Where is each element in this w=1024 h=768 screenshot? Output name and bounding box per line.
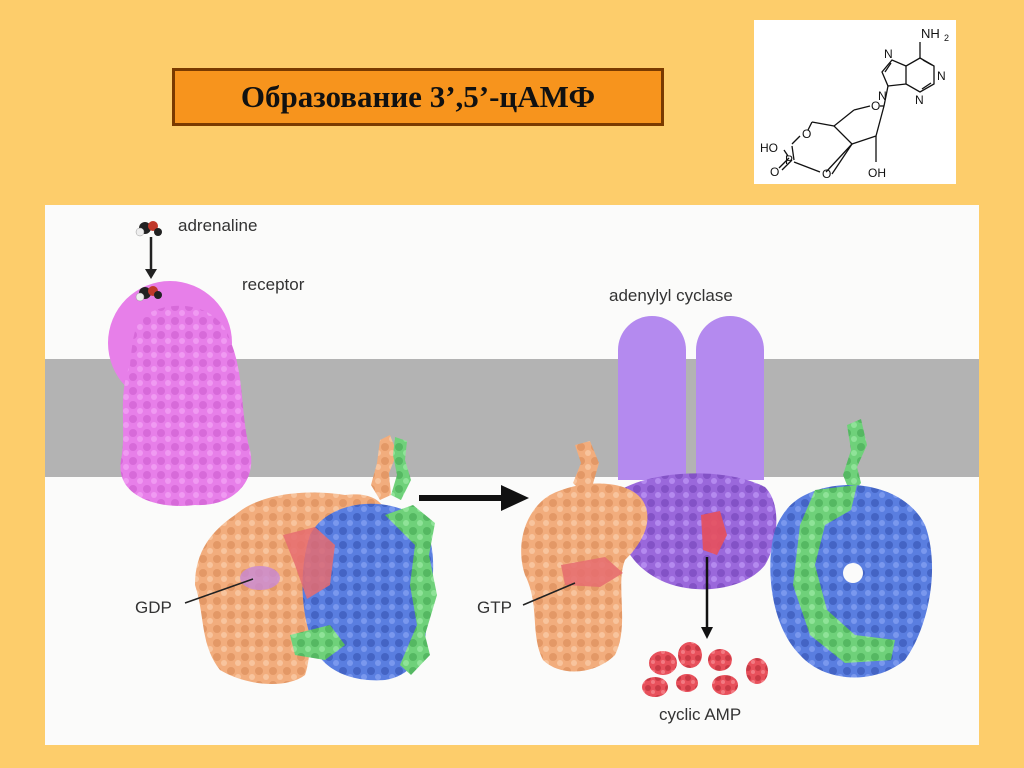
n-label: N [884,47,893,61]
signaling-diagram: adrenaline receptor adenylyl cyclase GDP… [45,205,979,745]
nh2-subscript: 2 [944,33,949,43]
cyclic-amp-molecules [642,642,768,697]
adrenaline-bound-icon [135,286,162,302]
phosphorus-label: P [785,153,793,167]
n-label: N [915,93,924,107]
binding-arrowhead [145,269,157,279]
beta-gamma-lipid-anchor [843,419,867,495]
camp-production-arrowhead [701,627,713,639]
g-gamma-wrap [793,485,895,663]
camp-structure: NH 2 N N N N O O O O P HO OH [754,20,956,184]
cyclase-tm-domain-left [618,316,686,480]
cyclase-active-site [701,511,727,555]
ho-label: HO [760,141,778,155]
beta-propeller-pore [843,563,863,583]
oh-label: OH [868,166,886,180]
receptor-label: receptor [242,275,305,294]
g-alpha-switch-region [283,527,335,599]
gtp-pointer-line [522,582,576,606]
activation-arrowhead [501,485,529,511]
n-label: N [878,89,887,103]
camp-structure-drawing: NH 2 N N N N O O O O P HO OH [760,26,949,181]
oxygen-label: O [802,127,811,141]
adrenaline-molecule-icon [135,221,162,237]
slide-title: Образование 3’,5’-цАМФ [240,79,596,114]
gdp-molecule [240,566,280,590]
receptor-protein [120,305,252,506]
n-label: N [937,69,946,83]
g-alpha-gtp-anchor [573,441,599,495]
gtp-label: GTP [477,598,512,617]
title-box: Образование 3’,5’-цАМФ [172,68,664,126]
adenylyl-cyclase-label: adenylyl cyclase [609,286,733,305]
cyclase-catalytic-domain [617,473,777,590]
nh2-label: NH [921,26,940,41]
ring-oxygen-label: O [871,99,880,113]
g-gamma-fragment [290,625,345,660]
oxygen-label: O [822,167,831,181]
adrenaline-label: adrenaline [178,216,258,235]
diagram-drawing [45,221,979,697]
oxygen-label: O [770,165,779,179]
g-gamma-subunit [385,505,437,675]
g-gamma-lipid-anchor [391,437,411,500]
gtp-molecule [561,557,623,587]
g-alpha-lipid-anchor [371,435,397,500]
gdp-label: GDP [135,598,172,617]
cyclase-tm-domain-right [696,316,764,480]
cyclic-amp-label: cyclic AMP [659,705,742,724]
gdp-pointer-line [184,578,254,604]
